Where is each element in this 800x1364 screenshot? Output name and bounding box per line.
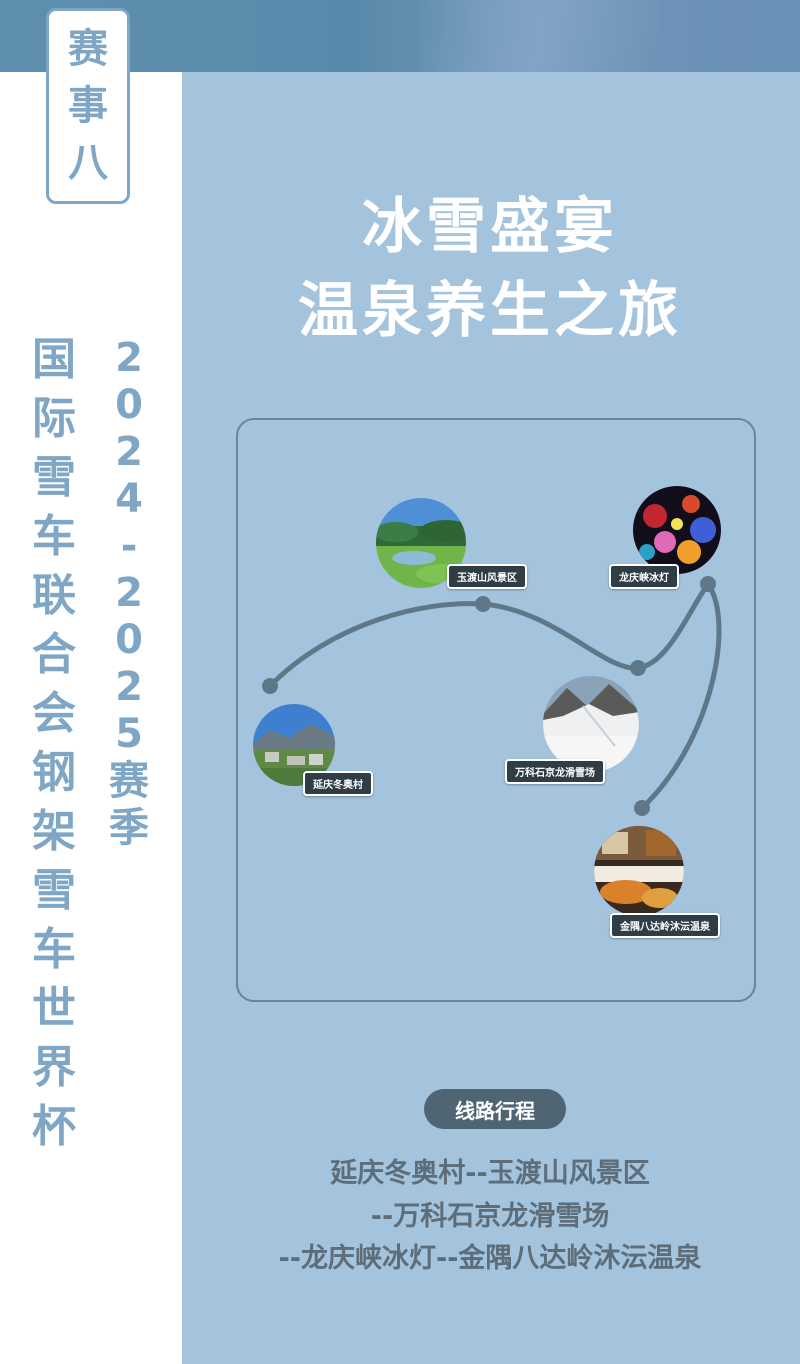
route-stop-dot [630,660,646,676]
itinerary-title-pill: 线路行程 [424,1089,566,1129]
event-char: 联 [32,570,76,621]
event-name-vertical-text: 国 际 雪 车 联 合 会 钢 架 雪 车 世 界 杯 [28,338,80,1164]
badge-char: 八 [68,139,108,186]
ice-lantern-photo [633,486,721,574]
ski-resort-photo [543,676,639,772]
stop-label-yanqing-village: 延庆冬奥村 [303,771,373,796]
event-char: 杯 [32,1101,76,1152]
season-char: 5 [115,711,143,757]
stop-label-yudushan: 玉渡山风景区 [447,564,527,589]
headline-line-2: 温泉养生之旅 [298,276,682,346]
event-char: 架 [32,806,76,857]
event-char: 界 [32,1042,76,1093]
season-char: 2 [115,664,143,710]
season-char: 2 [115,429,143,475]
itinerary-line-1: 延庆冬奥村--玉渡山风景区 [330,1158,650,1189]
event-char: 国 [32,334,76,385]
stop-label-hot-spring: 金隅八达岭沐沄温泉 [610,913,720,938]
season-char: 季 [109,805,149,851]
season-char: 4 [115,476,143,522]
event-char: 车 [32,511,76,562]
banner-streak [420,0,660,72]
route-stop-dot [700,576,716,592]
season-char: 0 [115,617,143,663]
event-char: 钢 [32,747,76,798]
event-char: 合 [32,629,76,680]
event-char: 雪 [32,452,76,503]
badge-char: 赛 [68,26,108,73]
route-stop-dot [634,800,650,816]
season-char: 赛 [109,758,149,804]
stop-label-longqingxia: 龙庆峡冰灯 [609,564,679,589]
event-char: 车 [32,924,76,975]
event-number-badge: 赛 事 八 [46,8,130,204]
event-char: 雪 [32,865,76,916]
season-vertical-text: 2 0 2 4 - 2 0 2 5 赛 季 [104,338,154,855]
route-stop-dot [262,678,278,694]
top-banner [0,0,800,72]
event-char: 际 [32,393,76,444]
season-char: 2 [115,335,143,381]
itinerary-line-2: --万科石京龙滑雪场 [370,1201,610,1232]
itinerary-line-3: --龙庆峡冰灯--金隅八达岭沐沄温泉 [278,1243,702,1274]
hot-spring-photo [594,826,684,916]
stop-label-ski-resort: 万科石京龙滑雪场 [505,759,605,784]
event-char: 世 [32,983,76,1034]
route-map-frame [236,418,756,1002]
badge-char: 事 [68,82,108,129]
route-stop-dot [475,596,491,612]
season-char: 0 [115,382,143,428]
event-char: 会 [32,688,76,739]
headline-line-1: 冰雪盛宴 [362,192,618,262]
season-char: 2 [115,570,143,616]
left-panel [0,72,182,1364]
season-char: - [120,523,138,569]
